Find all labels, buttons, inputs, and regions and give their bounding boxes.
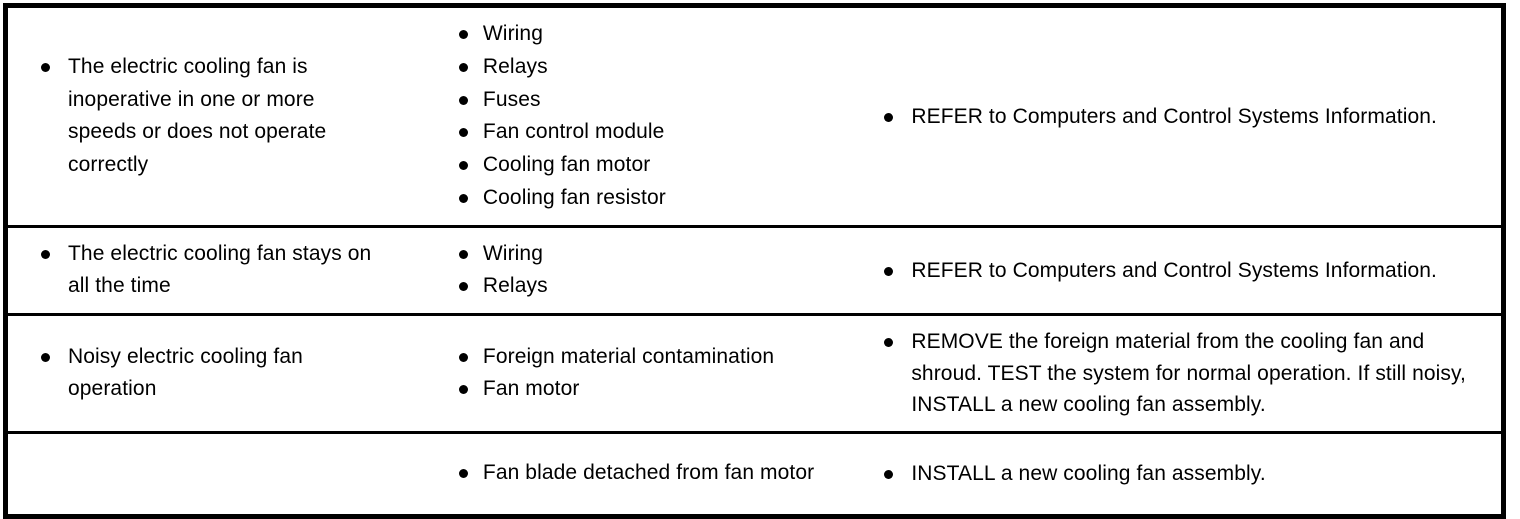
list-item: Relays [425, 270, 848, 303]
symptom-list: Noisy electric cooling fan operation [8, 341, 417, 407]
list-item-label: REFER to Computers and Control Systems I… [911, 104, 1437, 128]
symptom-chart-table: The electric cooling fan is inoperative … [3, 3, 1506, 519]
action-cell: REFER to Computers and Control Systems I… [856, 5, 1504, 226]
bullet-icon [458, 30, 468, 39]
symptom-cell: The electric cooling fan stays on all th… [5, 224, 425, 315]
list-item: Fan motor [425, 373, 848, 406]
list-item-label: Relays [482, 274, 548, 298]
symptom-cell-empty [5, 430, 425, 516]
cell-content: Foreign material contamination Fan motor [425, 331, 856, 417]
list-item: Fan control module [425, 116, 848, 149]
list-item-label: Fan control module [482, 120, 665, 144]
source-cell: Fan blade detached from fan motor [424, 430, 857, 516]
bullet-icon [884, 112, 894, 122]
list-item-label: Cooling fan resistor [482, 185, 666, 209]
source-cell: Wiring Relays Fuses [424, 5, 857, 226]
cell-content: Fan blade detached from fan motor [425, 447, 856, 500]
bullet-icon [41, 352, 50, 362]
source-cell: Foreign material contamination Fan motor [424, 313, 857, 432]
list-item-label: INSTALL a new cooling fan assembly. [911, 461, 1266, 485]
source-list: Wiring Relays Fuses [425, 18, 848, 215]
list-item: REMOVE the foreign material from the coo… [856, 326, 1493, 421]
symptom-cell: The electric cooling fan is inoperative … [5, 5, 425, 226]
list-item: The electric cooling fan stays on all th… [8, 238, 417, 304]
page-canvas: The electric cooling fan is inoperative … [3, 3, 1506, 519]
bullet-icon [458, 161, 468, 170]
action-list: INSTALL a new cooling fan assembly. [856, 458, 1493, 490]
list-item-label: REMOVE the foreign material from the coo… [911, 330, 1466, 416]
source-list: Fan blade detached from fan motor [425, 457, 848, 490]
list-item-label: Fan blade detached from fan motor [482, 461, 815, 485]
bullet-icon [41, 62, 50, 72]
list-item: Cooling fan resistor [425, 182, 848, 215]
list-item: Relays [425, 51, 848, 84]
list-item-label: Foreign material contamination [482, 344, 775, 368]
source-list: Foreign material contamination Fan motor [425, 341, 848, 407]
action-list: REMOVE the foreign material from the coo… [856, 326, 1493, 421]
list-item: Wiring [425, 238, 848, 271]
list-item-label: Fan motor [482, 377, 580, 401]
cell-content: REFER to Computers and Control Systems I… [856, 91, 1501, 143]
cell-content: Noisy electric cooling fan operation [8, 331, 425, 417]
bullet-icon [458, 62, 468, 72]
action-cell: REFER to Computers and Control Systems I… [856, 224, 1504, 315]
bullet-icon [458, 282, 468, 292]
list-item: REFER to Computers and Control Systems I… [856, 101, 1493, 133]
cell-content: REMOVE the foreign material from the coo… [856, 316, 1501, 431]
bullet-icon [458, 249, 468, 259]
list-item: REFER to Computers and Control Systems I… [856, 255, 1493, 287]
list-item-label: Relays [482, 54, 548, 78]
list-item: The electric cooling fan is inoperative … [8, 51, 417, 182]
bullet-icon [884, 266, 894, 276]
action-cell: REMOVE the foreign material from the coo… [856, 313, 1504, 432]
bullet-icon [458, 128, 468, 138]
cell-content: Wiring Relays Fuses [425, 8, 856, 225]
list-item-label: Fuses [482, 87, 541, 111]
list-item: Fuses [425, 84, 848, 117]
action-list: REFER to Computers and Control Systems I… [856, 101, 1493, 133]
bullet-icon [41, 249, 50, 259]
list-item: INSTALL a new cooling fan assembly. [856, 458, 1493, 490]
bullet-icon [458, 469, 468, 479]
list-item-label: REFER to Computers and Control Systems I… [911, 258, 1437, 282]
list-item: Foreign material contamination [425, 341, 848, 374]
action-cell: INSTALL a new cooling fan assembly. [856, 430, 1504, 516]
list-item-label: Noisy electric cooling fan operation [68, 344, 303, 401]
list-item: Cooling fan motor [425, 149, 848, 182]
table-row: Noisy electric cooling fan operation For… [5, 313, 1504, 432]
cell-content: REFER to Computers and Control Systems I… [856, 245, 1501, 297]
table-row: The electric cooling fan stays on all th… [5, 224, 1504, 315]
symptom-list: The electric cooling fan is inoperative … [8, 51, 417, 182]
cell-content: Wiring Relays [425, 228, 856, 314]
cell-content: INSTALL a new cooling fan assembly. [856, 448, 1501, 500]
symptom-list: The electric cooling fan stays on all th… [8, 238, 417, 304]
source-cell: Wiring Relays [424, 224, 857, 315]
table-row: The electric cooling fan is inoperative … [5, 5, 1504, 226]
table-row: Fan blade detached from fan motor INSTAL… [5, 430, 1504, 516]
bullet-icon [884, 469, 894, 479]
symptom-cell: Noisy electric cooling fan operation [5, 313, 425, 432]
action-list: REFER to Computers and Control Systems I… [856, 255, 1493, 287]
bullet-icon [458, 385, 468, 395]
cell-content: The electric cooling fan stays on all th… [8, 228, 425, 314]
bullet-icon [458, 95, 468, 105]
bullet-icon [884, 338, 894, 347]
list-item-label: The electric cooling fan stays on all th… [68, 241, 372, 298]
list-item-label: Wiring [482, 241, 543, 265]
list-item: Noisy electric cooling fan operation [8, 341, 417, 407]
bullet-icon [458, 193, 468, 203]
cell-content: The electric cooling fan is inoperative … [8, 41, 425, 192]
list-item: Wiring [425, 18, 848, 51]
source-list: Wiring Relays [425, 238, 848, 304]
list-item-label: Cooling fan motor [482, 153, 651, 176]
bullet-icon [458, 352, 468, 362]
list-item-label: The electric cooling fan is inoperative … [68, 54, 327, 176]
cell-content [8, 434, 425, 514]
table-body: The electric cooling fan is inoperative … [5, 5, 1504, 516]
list-item: Fan blade detached from fan motor [425, 457, 848, 490]
list-item-label: Wiring [482, 22, 543, 45]
